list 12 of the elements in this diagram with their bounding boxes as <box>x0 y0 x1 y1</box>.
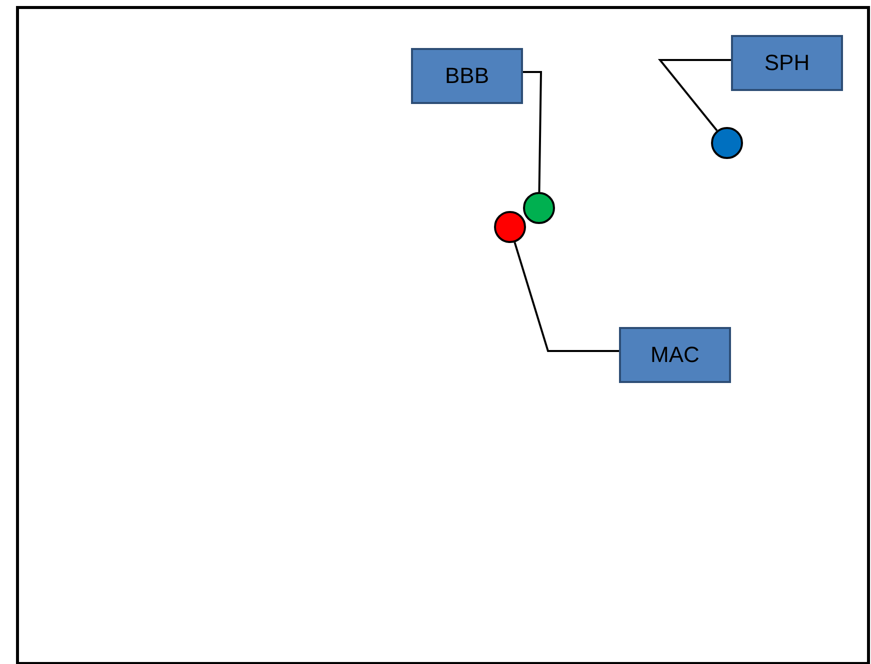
dot-marker <box>523 192 555 224</box>
leader-line <box>523 71 542 192</box>
label-box <box>411 48 523 104</box>
box-label: MAC <box>650 342 700 368</box>
label-box <box>619 327 731 383</box>
dot-marker <box>711 127 743 159</box>
leader-line <box>658 59 731 132</box>
dot-marker <box>494 211 526 243</box>
box-label: BBB <box>444 63 490 89</box>
box-label: SPH <box>764 50 810 76</box>
label-box <box>731 35 843 91</box>
leader-line <box>514 242 619 352</box>
